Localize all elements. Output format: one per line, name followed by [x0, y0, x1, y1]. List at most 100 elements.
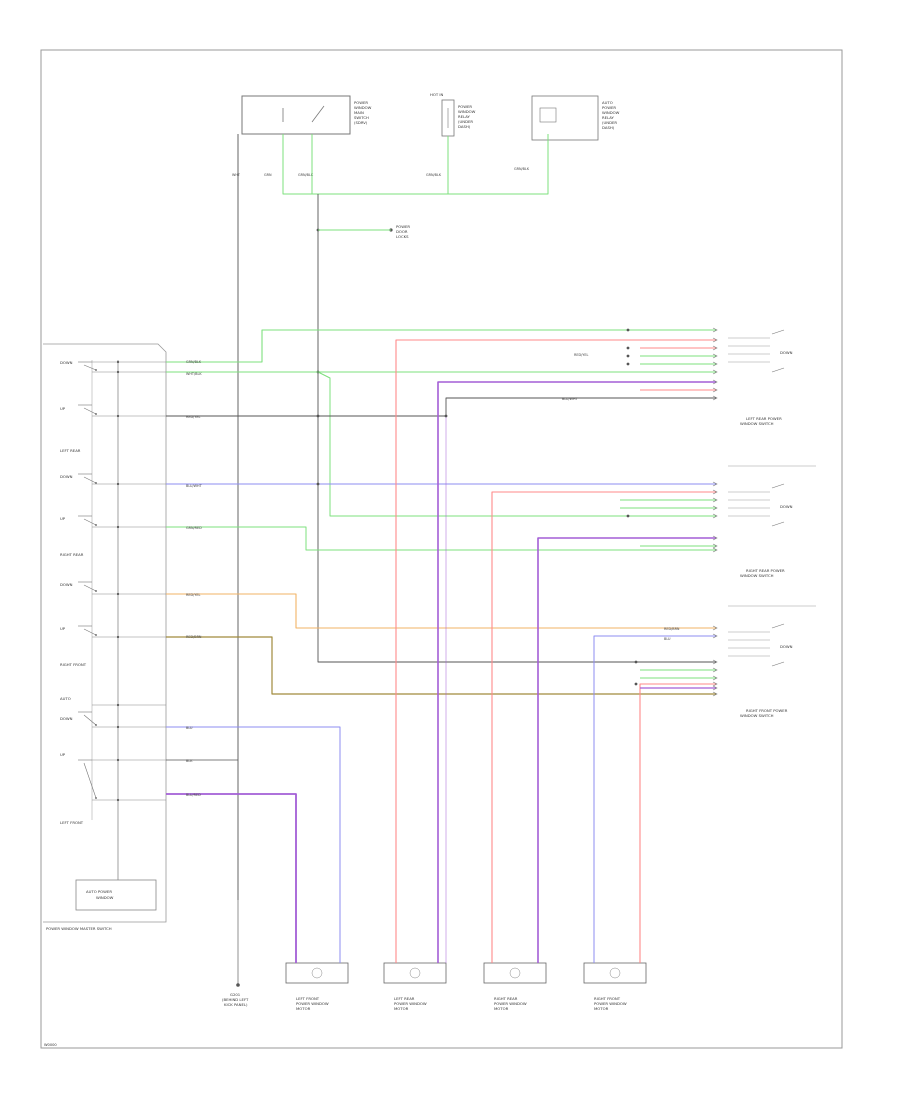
master-label-1: POWER [602, 105, 616, 110]
splice-label: POWER DOOR LOCKS [389, 224, 410, 239]
wire-junction [634, 660, 638, 664]
wire-gray-feed [317, 194, 716, 663]
wire-end-arrow [712, 681, 718, 687]
right-switch-down-label: DOWN [780, 504, 793, 509]
wire-end-arrow [712, 387, 718, 393]
right-group-label: WINDOW SWITCH [740, 573, 774, 578]
top-wire-label-5: GRN/BLK [514, 167, 530, 171]
contact-blade [83, 762, 97, 799]
master-label-5: DASH) [602, 125, 615, 130]
contact-point [95, 634, 97, 636]
motor-label: POWER WINDOW [296, 1001, 329, 1006]
main-switch-label-0: POWER [354, 100, 368, 105]
wire-label-lr-dn: BLU/WHT [186, 484, 203, 488]
relay-label-4: (UNDER [458, 119, 473, 124]
motor-label: RIGHT FRONT [594, 996, 621, 1001]
wire-end-arrow [712, 691, 718, 697]
master-side-label: LEFT REAR [60, 448, 81, 453]
wire-end-arrow [712, 345, 718, 351]
wire-labels: GRN/BLK WHT/BLK RED/YEL BLU/WHT GRN/RED … [186, 353, 680, 797]
right-group-label: RIGHT FRONT POWER [746, 708, 788, 713]
wire-end-arrow [712, 337, 718, 343]
top-wire-label-3: GRN/BLK [298, 173, 314, 177]
wire-junction [316, 482, 320, 486]
wire-rf-dn [166, 726, 341, 963]
wire-end-arrow [712, 659, 718, 665]
master-junction [116, 758, 120, 762]
top-wire-label-2: GRN [264, 173, 272, 177]
top-wire-label-1: WHT [232, 173, 241, 177]
wire-end-arrow [712, 395, 718, 401]
wire-label-right-2: BLU/WHT [562, 397, 579, 401]
auto-control-label-0: AUTO POWER [86, 889, 112, 894]
right-switch-blade [771, 367, 785, 373]
relay-label-2: WINDOW [458, 109, 476, 114]
wire-label-lr-up: RED/YEL [186, 415, 200, 419]
wire-label-rr-up: GRN/RED [186, 526, 202, 530]
wire-purple-riser-1 [437, 381, 716, 963]
wire-red-riser-3 [639, 683, 716, 963]
wire-end-arrow [712, 675, 718, 681]
contact-point [95, 724, 97, 726]
wire-green-rr [317, 371, 716, 517]
right-switch-blade [771, 521, 785, 527]
wire-blue-riser [593, 635, 716, 963]
wire-label-wht: WHT/BLK [186, 372, 202, 376]
right-switch-blade [771, 483, 785, 489]
contact-blade [83, 476, 97, 484]
master-side-label: RIGHT REAR [60, 552, 84, 557]
master-side-label: UP [60, 406, 66, 411]
relay-label-1: POWER [458, 104, 472, 109]
right-switch-down-label: DOWN [780, 644, 793, 649]
contact-blade [83, 584, 97, 592]
master-side-label: DOWN [60, 474, 73, 479]
svg-text:LOCKS: LOCKS [396, 234, 409, 239]
motor-label: MOTOR [494, 1006, 509, 1011]
master-side-label: UP [60, 516, 66, 521]
master-contacts [78, 360, 166, 802]
wire-end-arrow [712, 685, 718, 691]
motor-label: LEFT FRONT [296, 996, 320, 1001]
master-side-label: UP [60, 752, 66, 757]
master-label-0: AUTO [602, 100, 613, 105]
relay-label-3: RELAY [458, 114, 471, 119]
wire-end-arrow [712, 353, 718, 359]
contact-blade [83, 518, 97, 526]
master-junction [116, 635, 120, 639]
svg-text:(BEHIND LEFT: (BEHIND LEFT [222, 997, 249, 1002]
driver-switch-label: POWER WINDOW MASTER SWITCH [46, 926, 112, 931]
wire-rf-up [166, 636, 716, 695]
motor-symbol [409, 967, 421, 979]
contact-point [95, 413, 97, 415]
wire-end-arrow [712, 505, 718, 511]
master-relay-box: AUTO POWER WINDOW RELAY (UNDER DASH) [531, 95, 620, 141]
wire-end-arrow [712, 327, 718, 333]
ground-g201: G201 (BEHIND LEFT KICK PANEL) [222, 900, 249, 1007]
master-label-2: WINDOW [602, 110, 620, 115]
master-side-label: RIGHT FRONT [60, 662, 87, 667]
motor-symbol [609, 967, 621, 979]
svg-text:G201: G201 [230, 992, 241, 997]
svg-text:DOOR: DOOR [396, 229, 408, 234]
master-junction [116, 370, 120, 374]
wire-end-arrow [712, 497, 718, 503]
wire-end-arrow [712, 481, 718, 487]
wire-rr-dn [166, 593, 716, 629]
motor-label: POWER WINDOW [594, 1001, 627, 1006]
motor-label: POWER WINDOW [494, 1001, 527, 1006]
wire-label-right-4: BLU [664, 637, 671, 641]
master-junction [116, 725, 120, 729]
driver-master-switch: AUTO POWER WINDOW POWER WINDOW MASTER SW… [43, 343, 167, 931]
wire-purple-riser-2 [537, 537, 716, 963]
contact-point [95, 369, 97, 371]
motor-label: MOTOR [296, 1006, 311, 1011]
contact-point [95, 524, 97, 526]
right-group-label: RIGHT REAR POWER [746, 568, 785, 573]
wire-junction [626, 514, 630, 518]
right-switch-blade [771, 661, 785, 667]
motor-label: LEFT REAR [394, 996, 415, 1001]
wire-end-arrow [712, 633, 718, 639]
wire-junction [626, 328, 630, 332]
